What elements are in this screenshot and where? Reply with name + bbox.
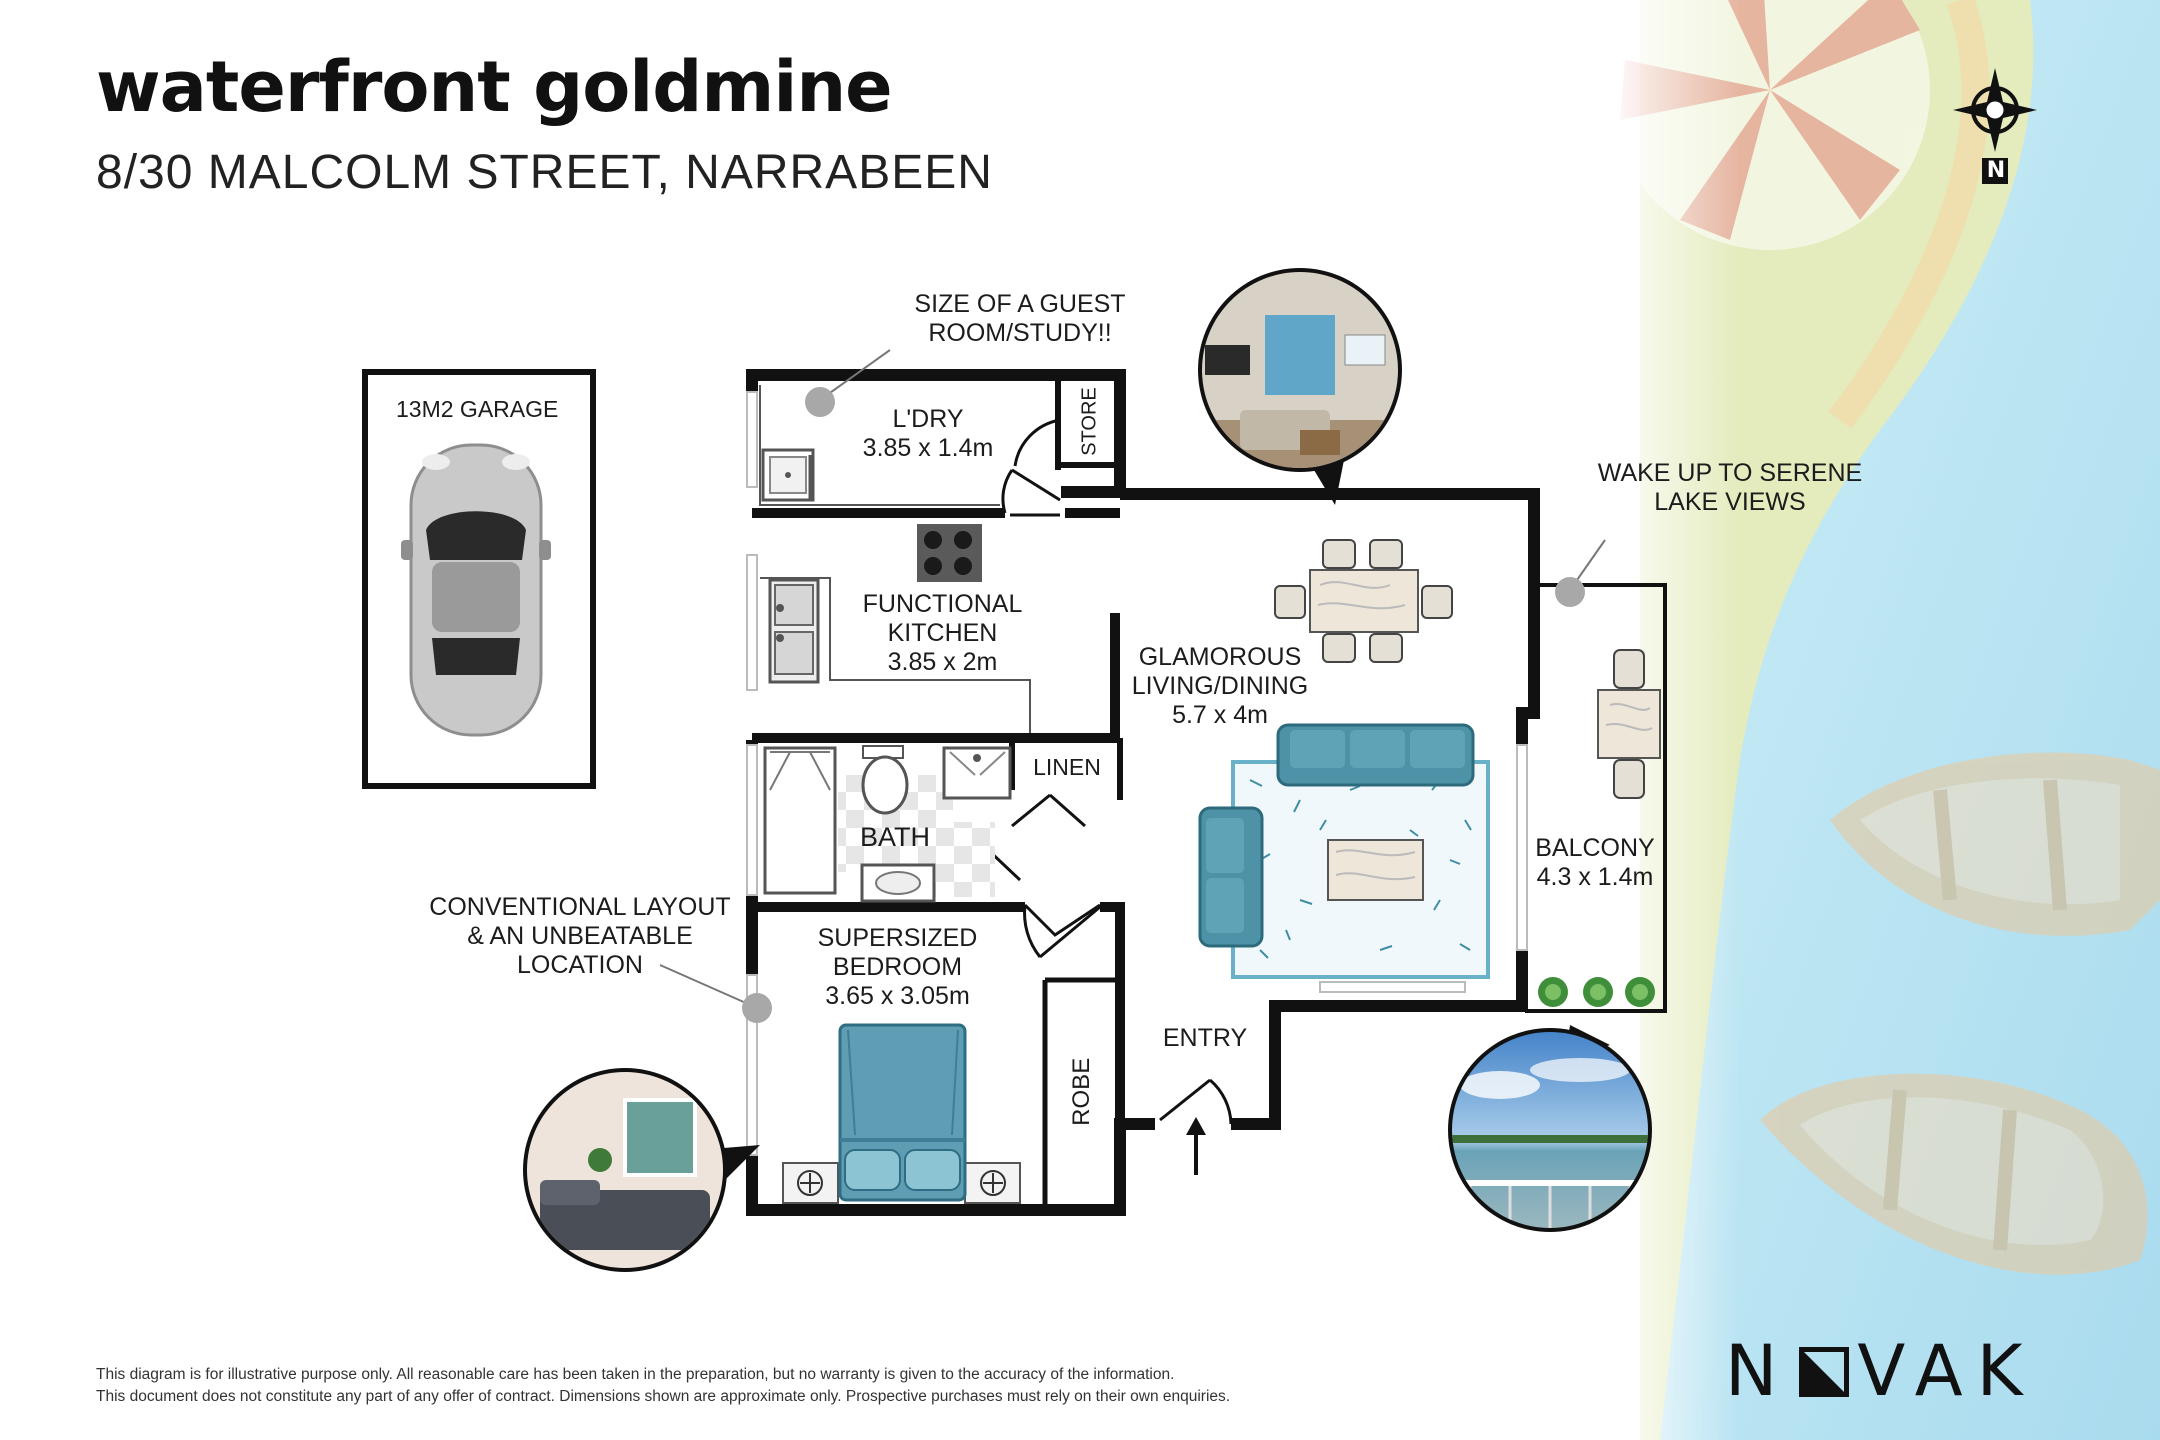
- bedroom-name-1: SUPERSIZED: [817, 924, 978, 952]
- bedroom-size: 3.65 x 3.05m: [825, 981, 970, 1010]
- bedroom-label: SUPERSIZED BEDROOM 3.65 x 3.05m: [800, 924, 995, 1010]
- kitchen-size: 3.85 x 2m: [887, 647, 998, 676]
- laundry-label: L'DRY 3.85 x 1.4m: [848, 405, 1008, 463]
- living-photo-bubble: [1198, 268, 1402, 505]
- bedroom-furniture: [782, 1023, 1021, 1204]
- page-title: waterfront goldmine: [96, 46, 893, 128]
- robe-label: ROBE: [1068, 1057, 1096, 1126]
- callout-leaders: [659, 349, 1606, 1023]
- callout-lake-views: WAKE UP TO SERENE LAKE VIEWS: [1575, 459, 1885, 517]
- laundry-size: 3.85 x 1.4m: [862, 433, 994, 462]
- brand-logo-mark-icon: [1799, 1347, 1850, 1397]
- bath-label: BATH: [859, 822, 930, 852]
- callout-lake-line-2: LAKE VIEWS: [1654, 487, 1806, 516]
- bedroom-name-2: BEDROOM: [832, 952, 963, 981]
- kitchen-label: FUNCTIONAL KITCHEN 3.85 x 2m: [860, 590, 1025, 676]
- brand-logo-right: VAK: [1857, 1330, 2037, 1412]
- living-size: 5.7 x 4m: [1172, 700, 1268, 729]
- entry-arrow-icon: [1186, 1117, 1206, 1175]
- dining-set: [1274, 539, 1453, 663]
- store-label: STORE: [1078, 387, 1101, 456]
- callout-layout-line-2: & AN UNBEATABLE: [467, 921, 693, 950]
- compass-north-label: N: [1986, 158, 2006, 183]
- compass-icon: [1953, 68, 2037, 184]
- entry-label: ENTRY: [1162, 1024, 1248, 1052]
- living-lounge: [1198, 723, 1490, 979]
- cooktop-icon: [917, 524, 982, 582]
- living-name-2: LIVING/DINING: [1131, 671, 1309, 700]
- windows: [746, 391, 1528, 1156]
- kitchen-name-1: FUNCTIONAL: [862, 590, 1023, 618]
- garage-label: 13M2 GARAGE: [396, 396, 559, 422]
- disclaimer-line-1: This diagram is for illustrative purpose…: [96, 1366, 1175, 1383]
- callout-study-line-1: SIZE OF A GUEST: [914, 290, 1126, 318]
- callout-study: SIZE OF A GUEST ROOM/STUDY!!: [880, 290, 1160, 348]
- callout-lake-line-1: WAKE UP TO SERENE: [1597, 459, 1863, 487]
- living-label: GLAMOROUS LIVING/DINING 5.7 x 4m: [1125, 643, 1315, 729]
- disclaimer: This diagram is for illustrative purpose…: [96, 1364, 1230, 1408]
- bedroom-photo-bubble: [523, 1068, 760, 1272]
- kitchen-benches: [760, 524, 1031, 733]
- laundry-tub: [759, 385, 1000, 506]
- linen-label: LINEN: [1033, 754, 1101, 780]
- balcony-label: BALCONY 4.3 x 1.4m: [1530, 834, 1660, 892]
- kitchen-name-2: KITCHEN: [887, 618, 998, 647]
- callout-layout: CONVENTIONAL LAYOUT & AN UNBEATABLE LOCA…: [415, 893, 745, 979]
- balcony-name: BALCONY: [1535, 834, 1655, 862]
- callout-layout-line-1: CONVENTIONAL LAYOUT: [429, 893, 731, 921]
- balcony-size: 4.3 x 1.4m: [1536, 862, 1654, 891]
- callout-study-line-2: ROOM/STUDY!!: [928, 318, 1112, 347]
- bath-fixtures: [763, 745, 1012, 903]
- brand-logo: N VAK: [1725, 1330, 2037, 1412]
- laundry-name: L'DRY: [892, 405, 964, 433]
- garage: [362, 369, 596, 789]
- balcony-photo-bubble: [1448, 1025, 1652, 1232]
- disclaimer-line-2: This document does not constitute any pa…: [96, 1388, 1231, 1405]
- living-name-1: GLAMOROUS: [1138, 643, 1302, 671]
- balcony: [1525, 583, 1667, 1013]
- brand-logo-left: N: [1725, 1330, 1792, 1412]
- callout-layout-line-3: LOCATION: [517, 950, 643, 979]
- potted-plants: [1538, 977, 1655, 1007]
- beach-illustration: [1600, 0, 2160, 1440]
- property-address: 8/30 MALCOLM STREET, NARRABEEN: [96, 146, 993, 199]
